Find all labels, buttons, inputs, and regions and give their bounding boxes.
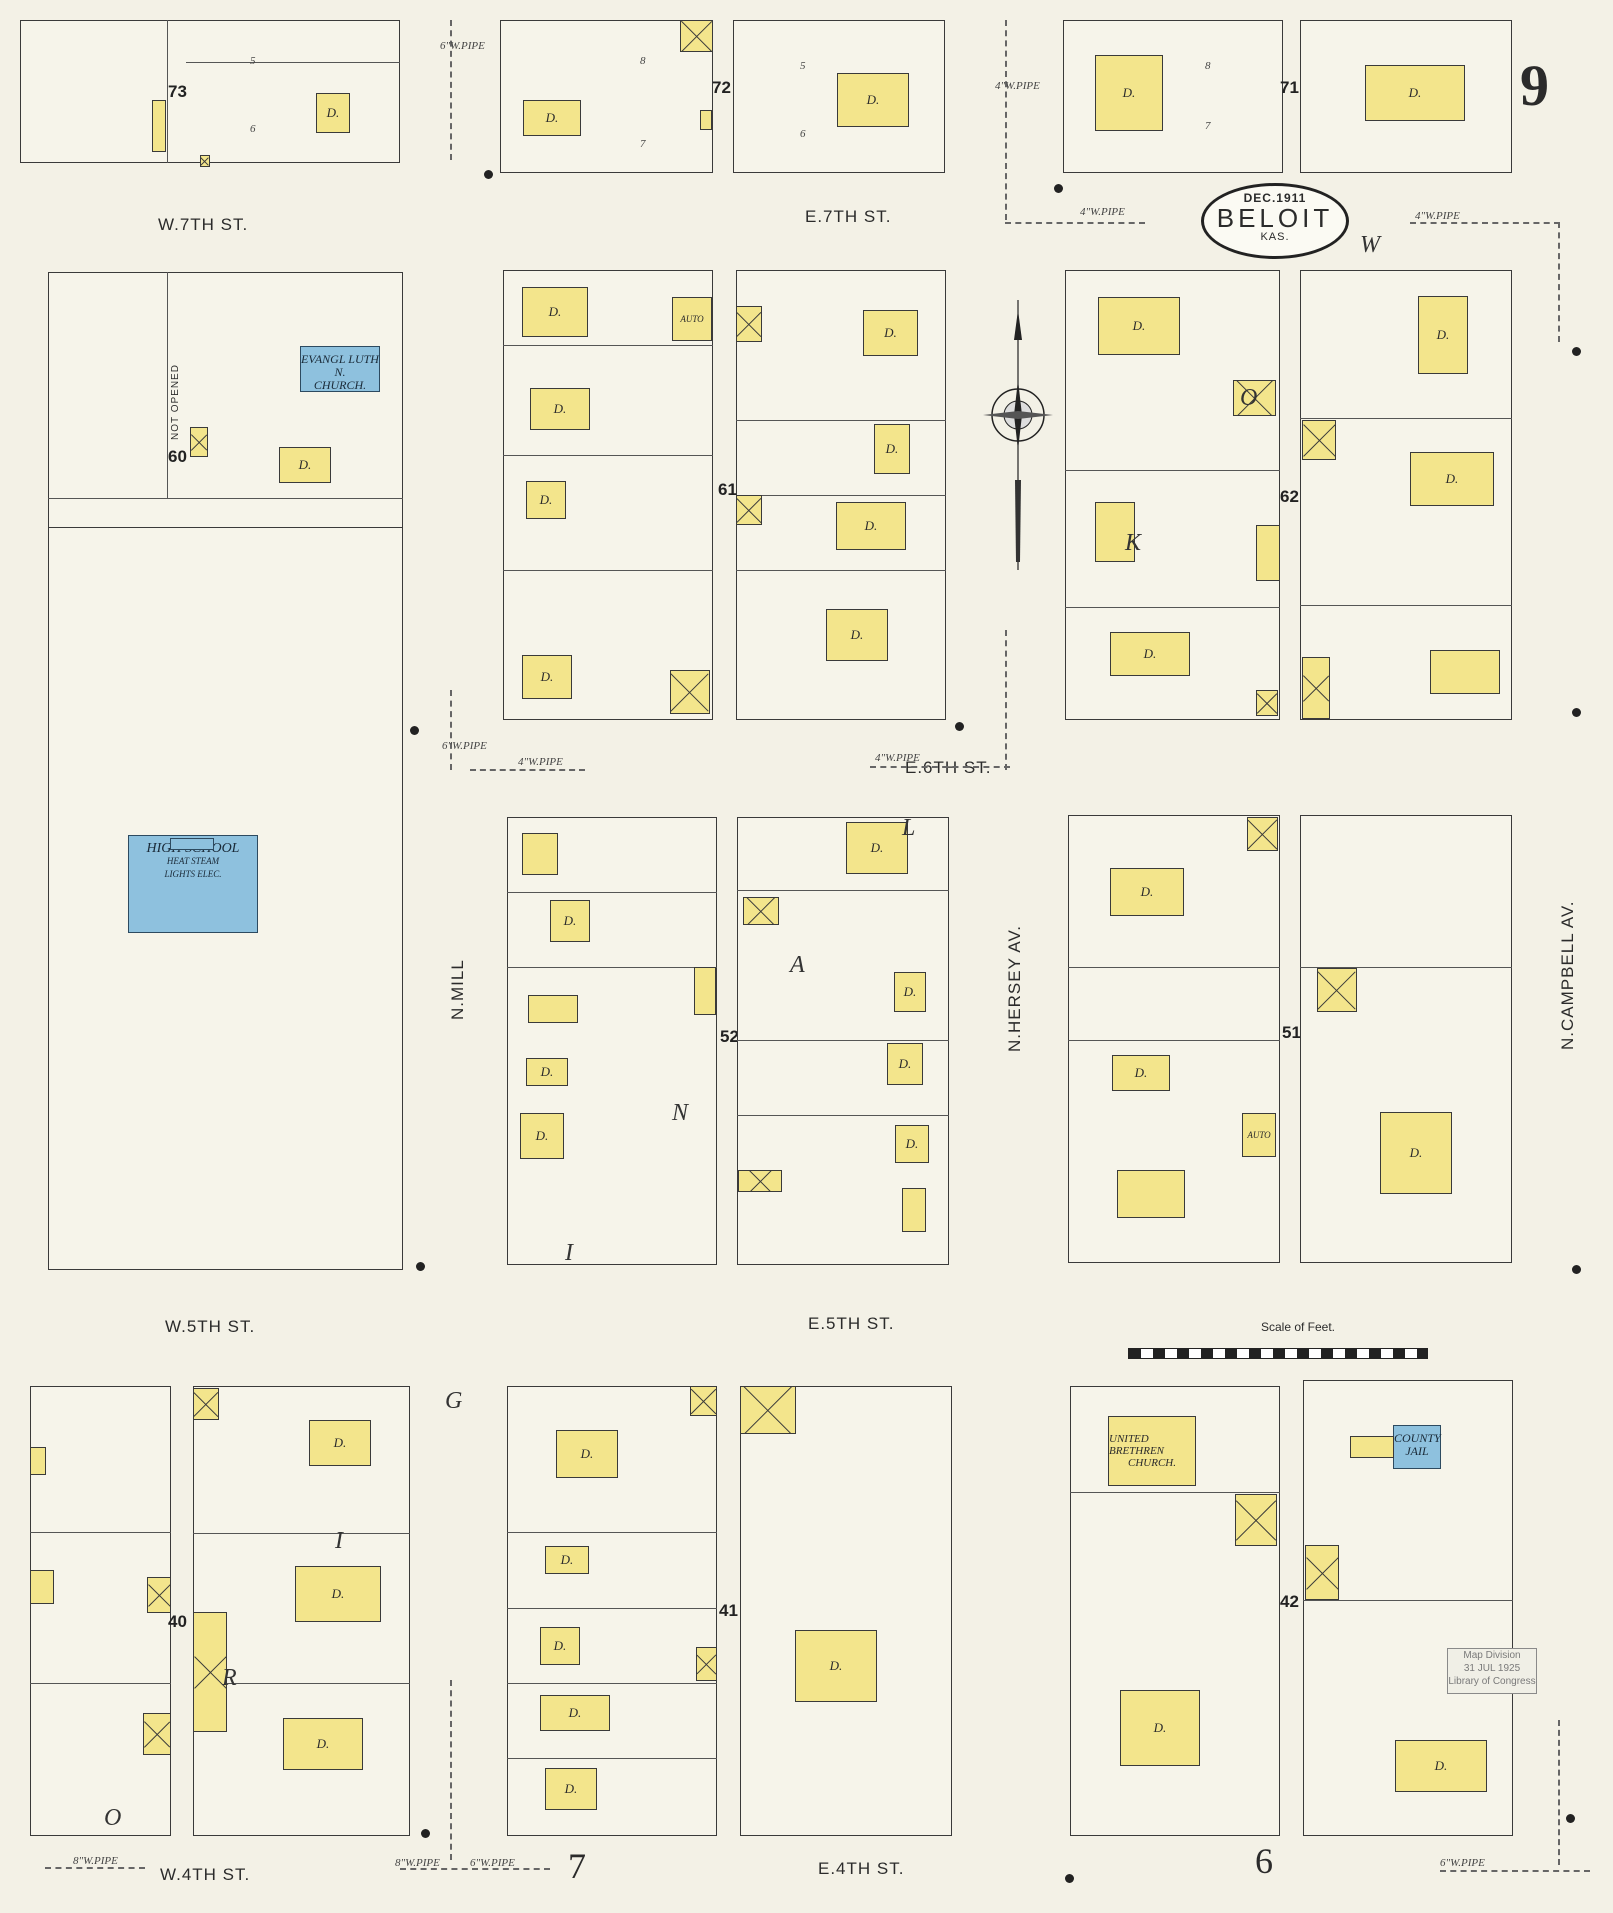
street-n-mill: N.MILL: [448, 959, 467, 1020]
street-n-campbell: N.CAMPBELL AV.: [1558, 900, 1577, 1050]
lettering-o2: O: [104, 1805, 122, 1831]
lettering-g: G: [445, 1388, 463, 1414]
dwelling-71b: D.: [1365, 65, 1465, 121]
map-state: KAS.: [1260, 231, 1290, 243]
fire-hydrant: [410, 726, 419, 735]
lettering-k: K: [1125, 530, 1142, 556]
street-w7th: W.7TH ST.: [158, 215, 249, 234]
map-city: BELOIT: [1216, 203, 1334, 233]
high-school-building: HIGH SCHOOL HEAT STEAM LIGHTS ELEC.: [128, 835, 258, 933]
street-w5th: W.5TH ST.: [165, 1317, 256, 1336]
block-60: [48, 272, 403, 528]
fire-hydrant: [1054, 184, 1063, 193]
block-51-east: [1300, 815, 1512, 1263]
lettering-r: R: [222, 1665, 237, 1691]
block-number-52: 52: [720, 1027, 739, 1046]
fire-hydrant: [421, 1829, 430, 1838]
block-52-west: [507, 817, 717, 1265]
lettering-i2: I: [335, 1528, 343, 1554]
lettering-w: W: [1360, 232, 1380, 258]
block-number-72: 72: [712, 78, 731, 97]
fire-hydrant: [1065, 1874, 1074, 1883]
street-w4th: W.4TH ST.: [160, 1865, 251, 1884]
block-number-73: 73: [168, 82, 187, 101]
block-number-42: 42: [1280, 1592, 1299, 1611]
dwelling-72b: D.: [837, 73, 909, 127]
block-41-east: [740, 1386, 952, 1836]
street-e4th: E.4TH ST.: [818, 1859, 905, 1878]
fire-hydrant: [416, 1262, 425, 1271]
block-number-60: 60: [168, 447, 187, 466]
map-date: DEC.1911: [1243, 191, 1307, 205]
dwelling-73: D.: [316, 93, 350, 133]
dwelling-71a: D.: [1095, 55, 1163, 131]
fire-hydrant: [484, 170, 493, 179]
fire-hydrant: [1572, 708, 1581, 717]
block-number-51: 51: [1282, 1023, 1301, 1042]
fire-hydrant: [1566, 1814, 1575, 1823]
block-number-62: 62: [1280, 487, 1299, 506]
north-arrow-compass: [983, 300, 1053, 570]
fire-hydrant: [1572, 1265, 1581, 1274]
block-72-west: [500, 20, 713, 173]
lettering-i: I: [565, 1240, 573, 1266]
street-e7th: E.7TH ST.: [805, 207, 892, 226]
block-number-40: 40: [168, 1612, 187, 1631]
fire-hydrant: [955, 722, 964, 731]
street-n-hersey: N.HERSEY AV.: [1005, 925, 1024, 1052]
not-opened-label: NOT OPENED: [170, 364, 181, 440]
sheet-number: 9: [1520, 53, 1549, 118]
adjacent-sheet-7: 7: [568, 1846, 586, 1886]
fire-hydrant: [1572, 347, 1581, 356]
map-title-cartouche: DEC.1911 BELOIT KAS.: [1201, 183, 1349, 259]
block-number-41: 41: [719, 1601, 738, 1620]
lettering-l: L: [902, 815, 916, 841]
lettering-n: N: [672, 1100, 689, 1126]
scale-of-feet: Scale of Feet.: [1128, 1320, 1428, 1359]
evangl-luth-church: EVANGL LUTH N.CHURCH.: [300, 346, 380, 392]
lettering-o: O: [1240, 385, 1258, 411]
adjacent-sheet-6: 6: [1255, 1841, 1273, 1881]
block-number-61: 61: [718, 480, 737, 499]
block-73: [20, 20, 400, 163]
dwelling-72a: D.: [523, 100, 581, 136]
lettering-a: A: [790, 952, 805, 978]
dwelling-60: D.: [279, 447, 331, 483]
street-e5th: E.5TH ST.: [808, 1314, 895, 1333]
block-number-71: 71: [1280, 78, 1299, 97]
